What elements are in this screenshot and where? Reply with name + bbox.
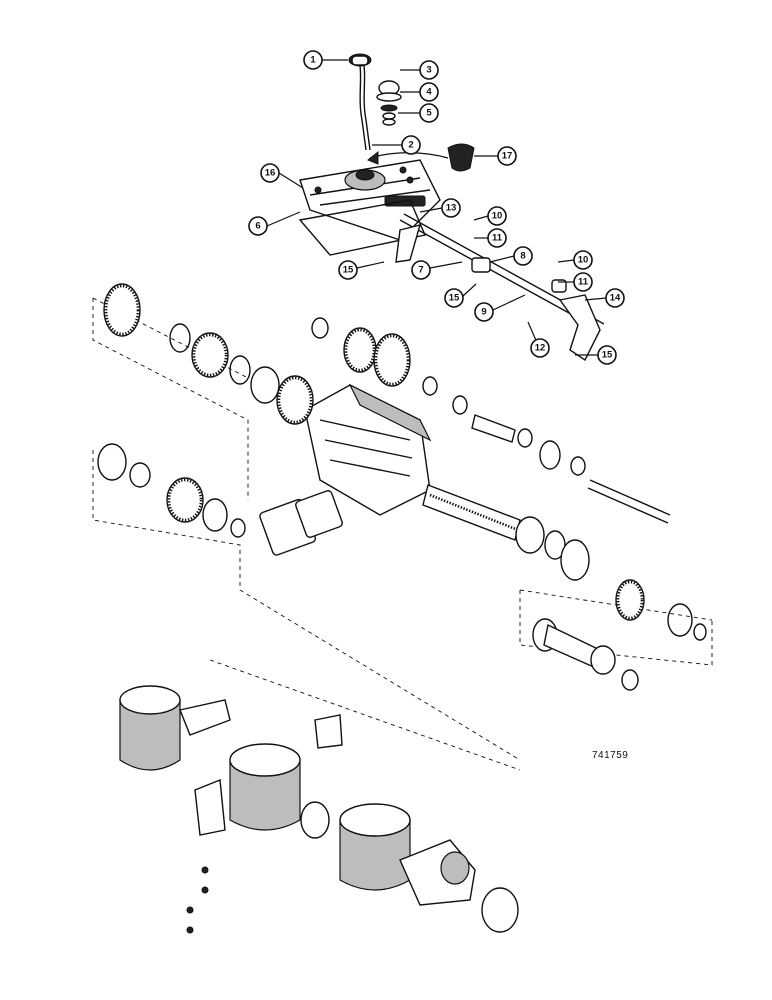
callout-9: 9	[474, 294, 526, 322]
upper-left-gears	[103, 283, 314, 425]
brake-bands	[119, 685, 411, 891]
svg-text:8: 8	[520, 251, 525, 262]
shift-fork-13	[395, 224, 422, 263]
svg-text:15: 15	[602, 350, 613, 361]
callout-7: 7	[411, 260, 463, 280]
svg-text:17: 17	[502, 151, 513, 162]
boot-parts	[376, 80, 402, 126]
block-10	[551, 279, 567, 293]
shifter-cover	[299, 159, 441, 241]
callout-4: 4	[400, 82, 439, 102]
svg-text:2: 2	[408, 140, 413, 151]
countershaft-gears	[311, 317, 586, 476]
interlock-8	[471, 257, 491, 273]
svg-text:5: 5	[426, 108, 432, 119]
arrow-head	[367, 150, 379, 165]
callout-15-left: 15	[338, 260, 385, 280]
callout-10-top: 10	[473, 206, 507, 226]
svg-text:16: 16	[265, 168, 276, 179]
callout-17: 17	[474, 146, 517, 166]
svg-text:11: 11	[578, 277, 589, 288]
callout-11-right: 11	[558, 272, 593, 292]
mid-left-gears	[97, 443, 246, 538]
svg-text:9: 9	[481, 307, 486, 318]
main-shaft	[422, 484, 707, 641]
callout-16: 16	[260, 163, 304, 189]
output-shaft	[532, 618, 639, 691]
shaft-right	[587, 479, 671, 524]
figure-id: 741759	[592, 750, 629, 761]
callout-1: 1	[303, 50, 348, 70]
svg-text:1: 1	[310, 55, 316, 66]
cap-17	[447, 143, 475, 172]
callout-8: 8	[489, 246, 533, 266]
callout-6: 6	[248, 211, 301, 236]
svg-text:15: 15	[449, 293, 460, 304]
callout-11-top: 11	[474, 228, 507, 248]
callout-5: 5	[398, 103, 439, 123]
gasket	[298, 199, 426, 256]
shift-fork-14	[558, 294, 601, 362]
svg-text:6: 6	[255, 221, 260, 232]
linkage-parts	[179, 699, 519, 934]
svg-text:10: 10	[578, 255, 589, 266]
svg-text:10: 10	[492, 211, 503, 222]
callout-10-right: 10	[557, 250, 593, 270]
callout-15-right: 15	[575, 345, 617, 365]
transmission-case	[259, 383, 432, 556]
svg-text:13: 13	[446, 203, 457, 214]
callout-14: 14	[584, 288, 625, 308]
svg-text:3: 3	[426, 65, 431, 76]
svg-text:15: 15	[343, 265, 354, 276]
svg-text:14: 14	[610, 293, 621, 304]
svg-text:11: 11	[492, 233, 503, 244]
callout-3: 3	[400, 60, 439, 80]
callout-2: 2	[372, 135, 421, 155]
svg-text:4: 4	[426, 87, 432, 98]
callout-13: 13	[419, 198, 461, 218]
svg-text:12: 12	[535, 343, 546, 354]
callout-15-mid: 15	[444, 283, 477, 308]
callout-12: 12	[527, 321, 550, 358]
shift-lever	[348, 53, 372, 151]
svg-text:7: 7	[418, 265, 423, 276]
